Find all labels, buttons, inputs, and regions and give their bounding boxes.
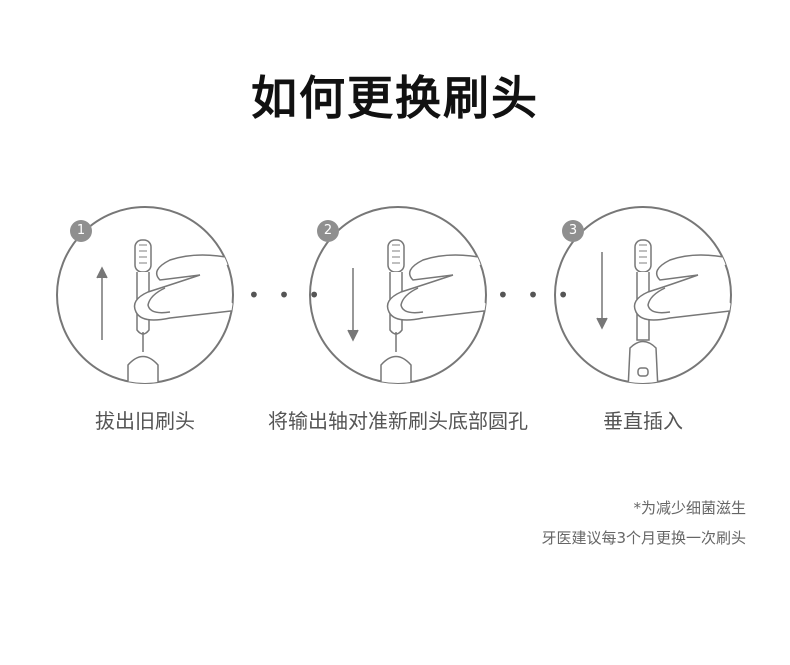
vertical-insert-illustration — [554, 206, 732, 384]
note-line-1: *为减少细菌滋生 — [633, 499, 746, 517]
separator-dots-2: • • • — [497, 283, 576, 307]
step-2-caption: 将输出轴对准新刷头底部圆孔 — [268, 409, 528, 433]
step-2-illustration: 2 — [303, 200, 493, 390]
page-title: 如何更换刷头 — [251, 71, 539, 125]
align-shaft-illustration — [309, 206, 487, 384]
step-2-badge: 2 — [317, 220, 339, 242]
brush-head-removal-illustration — [56, 206, 234, 384]
step-1-caption: 拔出旧刷头 — [95, 409, 195, 433]
step-3-illustration: 3 — [548, 200, 738, 390]
note-line-2: 牙医建议每3个月更换一次刷头 — [541, 529, 746, 547]
step-1-illustration: 1 — [50, 200, 240, 390]
step-3-caption: 垂直插入 — [603, 409, 683, 433]
separator-dots-1: • • • — [248, 283, 327, 307]
step-1-badge: 1 — [70, 220, 92, 242]
step-3-badge: 3 — [562, 220, 584, 242]
